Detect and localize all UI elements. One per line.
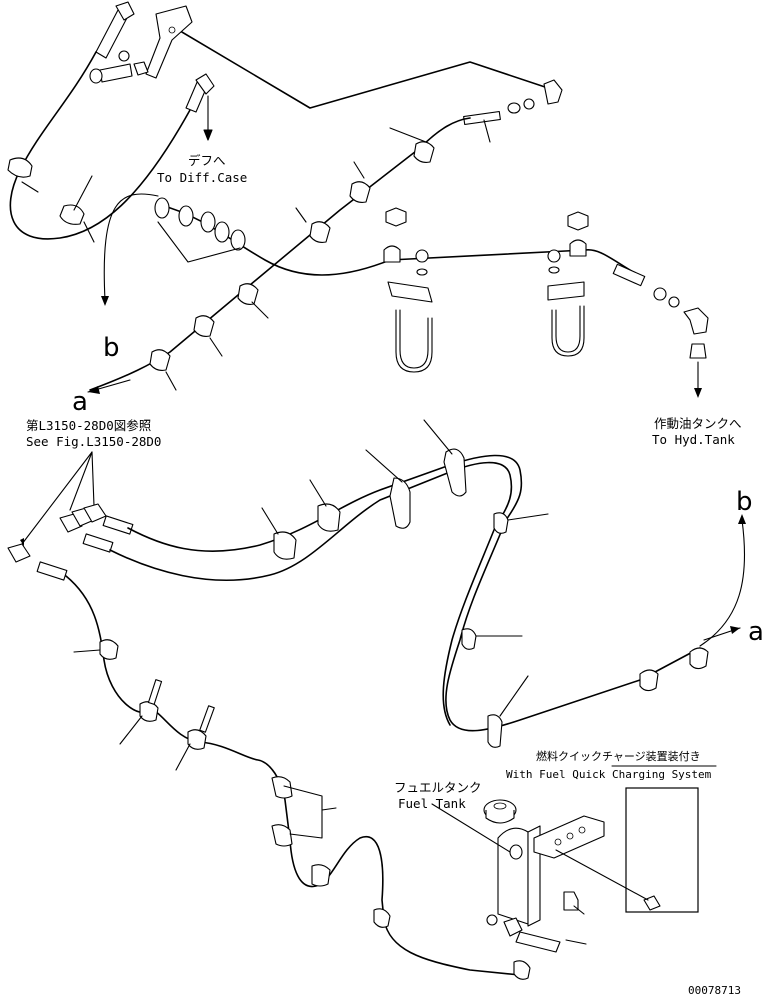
u-bolt-assembly-left: [383, 207, 433, 373]
drawing-number: 00078713: [688, 984, 741, 997]
middle-nut-fittings: [7, 503, 134, 581]
middle-hose-outer: [127, 454, 701, 732]
to-hyd-label-jp: 作動油タンクへ: [654, 416, 742, 431]
point-b-lower: b: [736, 487, 753, 517]
fuel-quick-label-jp: 燃料クイックチャージ装置装付き: [536, 749, 701, 763]
fuel-quick-label-en: With Fuel Quick Charging System: [506, 768, 712, 781]
fuel-line-hose: [65, 575, 521, 976]
upper-couplers: [154, 197, 246, 263]
point-b-upper: b: [103, 333, 120, 363]
fuel-line-clamps: [73, 639, 531, 980]
hyd-tank-fittings: [612, 263, 709, 398]
hyd-tank-hose: [159, 204, 641, 277]
middle-clamps: [261, 419, 709, 748]
upper-return-hose: [164, 21, 549, 109]
to-hyd-label-en: To Hyd.Tank: [652, 432, 735, 447]
b-link-line-lower: [699, 519, 746, 647]
middle-hose-inner: [109, 461, 513, 726]
upper-main-clamps: [149, 119, 491, 391]
to-diff-label-jp: デフへ: [188, 153, 226, 168]
quick-charge-box: [555, 765, 717, 913]
u-bolt-assembly-right: [547, 211, 589, 357]
left-loop-clamps: [7, 157, 95, 243]
fuel-tank-label-en: Fuel Tank: [398, 796, 466, 811]
upper-elbow-fitting: [463, 79, 563, 126]
point-a-upper: a: [72, 387, 88, 417]
see-fig-label-en: See Fig.L3150-28D0: [26, 434, 161, 449]
upper-main-hose: [89, 117, 471, 391]
see-fig-leaders: [20, 451, 95, 546]
b-link-line-upper: [103, 193, 159, 301]
to-diff-label-en: To Diff.Case: [157, 170, 247, 185]
point-a-lower: a: [748, 617, 764, 647]
see-fig-label-jp: 第L3150-28D0図参照: [26, 418, 151, 433]
fuel-tank-parts: [431, 799, 605, 953]
fuel-tank-label-jp: フュエルタンク: [394, 780, 482, 795]
left-loop-hose: [9, 1, 215, 240]
upper-mount-bracket: [89, 5, 193, 84]
